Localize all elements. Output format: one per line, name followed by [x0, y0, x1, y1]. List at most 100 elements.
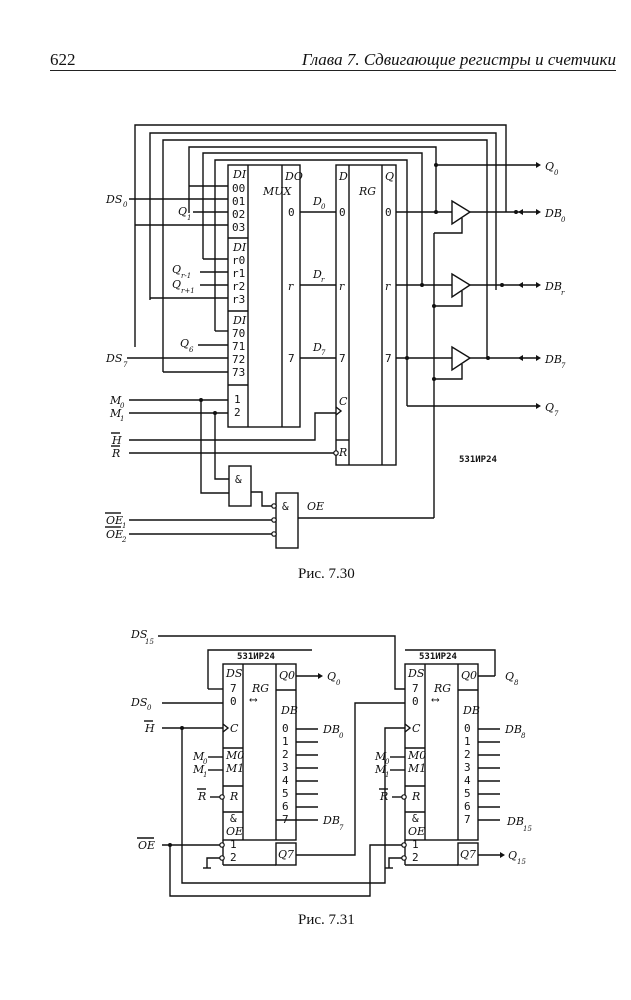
page-number: 622 [50, 50, 76, 69]
label-oe: OE [307, 500, 324, 513]
label-oe-731: OE [138, 839, 155, 852]
chip-1 [222, 663, 297, 841]
mux-di-header-7: DI [232, 314, 247, 327]
label-d0: D [312, 195, 322, 208]
rg-in-r: r [339, 280, 345, 293]
running-header: 622 Глава 7. Сдвигающие регистры и счетч… [50, 50, 616, 71]
chip-1-db-arrows [296, 728, 318, 821]
mux-pin-r0: r0 [232, 254, 245, 267]
running-title: Глава 7. Сдвигающие регистры и счетчики [301, 50, 616, 69]
chip-2-and: & [412, 812, 419, 825]
label-ds15-sub: 15 [145, 638, 154, 646]
chip-2-ds-0: 0 [412, 695, 419, 708]
label-m1b-731-sub: 1 [385, 771, 389, 779]
label-ds0-sub: 0 [123, 201, 128, 209]
buffer-0 [451, 199, 472, 226]
mux-do-header: DO [284, 170, 303, 183]
chip-1-rg: RG [251, 682, 269, 695]
chip-1-reset: R [229, 790, 238, 803]
chip-2-clock: C [412, 722, 421, 735]
mux-out-r: r [288, 280, 294, 293]
mux-pin-70: 70 [232, 327, 245, 340]
chip-2-reset: R [411, 790, 420, 803]
chip-2-m0: M0 [407, 749, 426, 762]
label-m0-731-sub: 0 [203, 758, 208, 766]
chip-1-m0: M0 [225, 749, 244, 762]
mux-di-header-0: DI [232, 168, 247, 181]
chip-2-oe-1: 1 [412, 838, 419, 851]
label-db15-731-sub: 15 [523, 825, 532, 833]
label-m1-731: M [192, 763, 205, 776]
label-m1b-731: M [374, 763, 387, 776]
label-dr: D [312, 268, 322, 281]
label-out-dbr-sub: r [561, 289, 565, 297]
rg-d-header: D [338, 170, 348, 183]
chip-2-db-2: 2 [464, 748, 471, 761]
label-q15-731-sub: 15 [517, 858, 526, 866]
chip-2-ds-7: 7 [412, 682, 419, 695]
chip-1-label: 531ИР24 [237, 652, 276, 662]
chip-1-db-7: 7 [282, 813, 289, 826]
label-m0-sub: 0 [120, 402, 125, 410]
label-oe2-bar: OE [106, 528, 123, 541]
label-db7-731-sub: 7 [339, 824, 344, 832]
mux-out-7: 7 [288, 352, 295, 365]
chip-1-db-1: 1 [282, 735, 289, 748]
rg-out-7: 7 [385, 352, 392, 365]
chip-2-db: DB [462, 704, 480, 717]
label-oe1-bar: OE [106, 514, 123, 527]
chip-1-db-2: 2 [282, 748, 289, 761]
buffer-r [451, 272, 472, 299]
mux-title: MUX [262, 185, 293, 198]
and-gate-1 [228, 465, 252, 507]
label-d7-sub: 7 [321, 349, 326, 357]
wire-loop-chip2 [405, 649, 496, 676]
chip-1-ds: DS [225, 667, 243, 680]
mux-pin-r2: r2 [232, 280, 245, 293]
label-d0-sub: 0 [321, 203, 326, 211]
label-qr-plus: Q [172, 278, 181, 291]
chip-1-q7: Q7 [278, 848, 294, 861]
mux-pin-73: 73 [232, 366, 245, 379]
chip-1-ds-0: 0 [230, 695, 237, 708]
buffer-7 [451, 345, 472, 372]
label-out-q0-sub: 0 [554, 169, 559, 177]
label-ds15: DS [130, 628, 148, 641]
rg-reset-pin: R [338, 446, 347, 459]
mux-pin-01: 01 [232, 195, 245, 208]
mux-pin-r1: r1 [232, 267, 245, 280]
rg-in-0: 0 [339, 206, 346, 219]
chip-2-label: 531ИР24 [419, 652, 458, 662]
label-ds0-731: DS [130, 696, 148, 709]
chip-1-q0: Q0 [279, 669, 295, 682]
loop-dbr [149, 132, 497, 300]
output-buffers [396, 162, 541, 518]
chip-1-and: & [230, 812, 237, 825]
label-d7: D [312, 341, 322, 354]
chip-1-db: DB [280, 704, 298, 717]
chip-2-m1: M1 [407, 762, 426, 775]
label-oe1-sub: 1 [122, 522, 126, 530]
label-out-q7: Q [545, 401, 554, 414]
mux-select-1: 1 [234, 393, 241, 406]
label-rb-731: R [379, 790, 388, 803]
label-db0-731: DB [322, 723, 340, 736]
loop-q0 [188, 146, 437, 213]
chip-1-oe-1: 1 [230, 838, 237, 851]
rg-in-7: 7 [339, 352, 346, 365]
loop-q7 [214, 159, 408, 331]
label-ds0: DS [105, 193, 123, 206]
label-q0-731: Q [327, 670, 336, 683]
feedback-loops [134, 124, 507, 372]
chip-2-rg: RG [433, 682, 451, 695]
label-oe2-sub: 2 [121, 536, 127, 544]
label-r-bar: R [111, 447, 120, 460]
label-qr-minus-sub: r-1 [181, 272, 191, 280]
mux-pin-00: 00 [232, 182, 245, 195]
and-gate-oe-label: & [282, 500, 289, 513]
rg-clock-pin: C [339, 395, 348, 408]
label-db8-731-sub: 8 [521, 732, 526, 740]
label-m1-731-sub: 1 [203, 771, 207, 779]
loop-q0b [202, 152, 423, 259]
